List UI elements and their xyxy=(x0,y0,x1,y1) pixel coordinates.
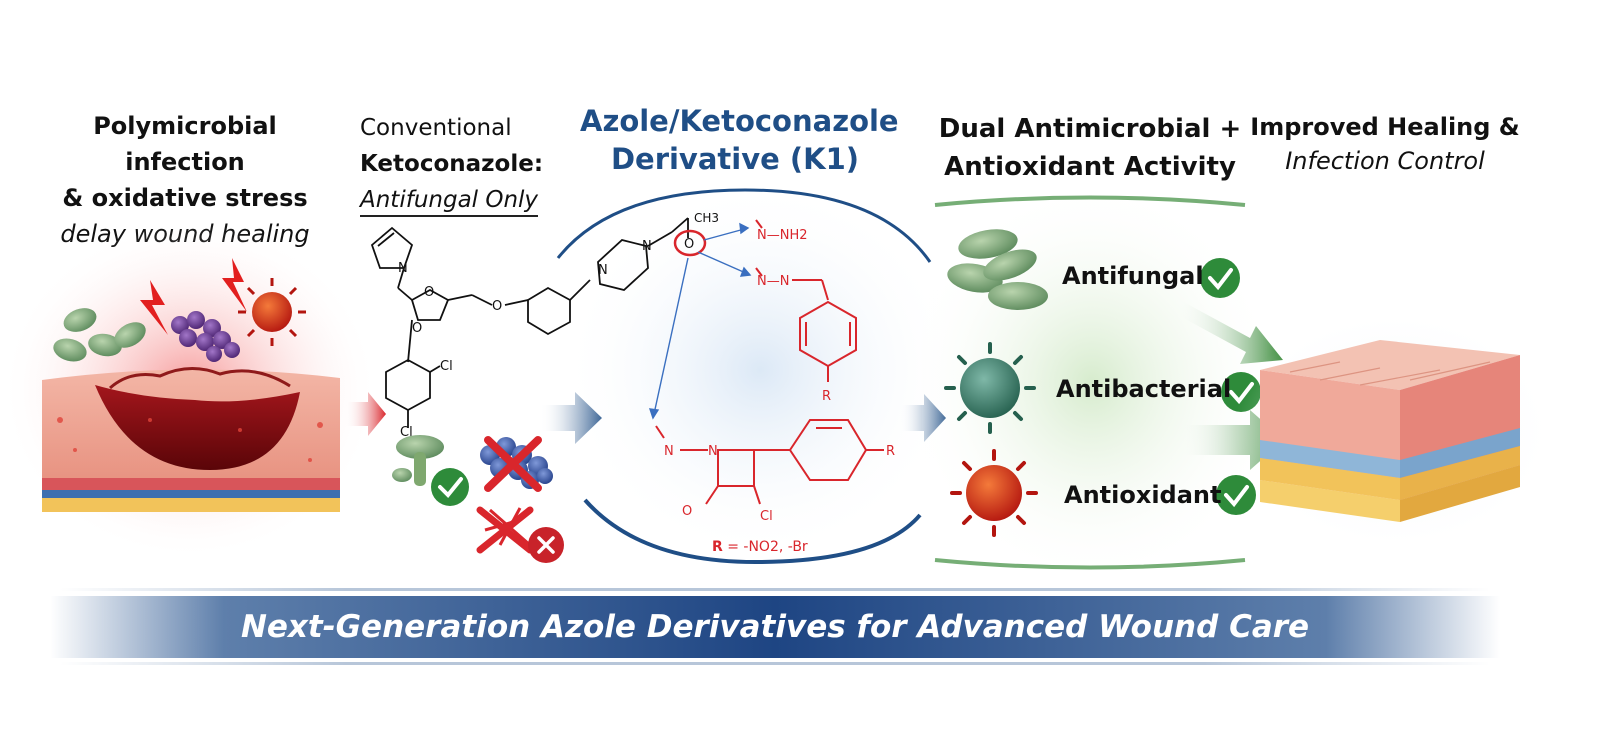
antioxidant-check-icon xyxy=(1216,475,1256,515)
bacteria-icon xyxy=(944,342,1036,434)
green-arrow-1-icon xyxy=(1176,300,1283,364)
o-low-label: O xyxy=(682,504,692,519)
crossed-oxidant-icon xyxy=(476,506,564,563)
nh2-label: N—NH2 xyxy=(757,228,808,243)
panel1-line2: & oxidative stress xyxy=(62,184,308,212)
antifungal-check-icon xyxy=(1200,258,1240,298)
activity-bottom-arc xyxy=(934,558,1246,570)
hydrazone-structure xyxy=(755,219,857,382)
panel4-line1: Dual Antimicrobial + xyxy=(938,114,1242,144)
healed-skin-illustration xyxy=(1235,310,1555,550)
panel2-line2: Ketoconazole: xyxy=(360,151,544,177)
panel3-line1: Azole/Ketoconazole xyxy=(580,104,899,138)
banner-top-line xyxy=(60,588,1490,591)
banner-bottom-line xyxy=(60,662,1490,665)
derivative-structure xyxy=(597,217,689,291)
banner-title: Next-Generation Azole Derivatives for Ad… xyxy=(240,609,1310,645)
n2-label: N xyxy=(642,239,652,254)
activity-top-arc xyxy=(934,195,1246,207)
ch3-label: CH3 xyxy=(694,211,719,225)
crossed-bacteria-icon xyxy=(480,436,553,492)
panel2-line1: Conventional xyxy=(360,115,512,141)
n1-label: N xyxy=(598,263,608,278)
o-label: O xyxy=(684,237,694,252)
top-arc xyxy=(556,188,932,263)
panel5-heading: Improved Healing & Infection Control xyxy=(1245,110,1525,178)
oxidant-icon xyxy=(950,449,1038,537)
n3-label: N xyxy=(664,444,674,459)
atom-o1-label: O xyxy=(424,285,434,300)
r1-label: R xyxy=(822,389,831,404)
panel4-heading: Dual Antimicrobial + Antioxidant Activit… xyxy=(930,110,1250,186)
atom-o2-label: O xyxy=(412,321,422,336)
nn-label: N—N xyxy=(757,274,789,289)
panel2-line3: Antifungal Only xyxy=(360,187,539,217)
derivative-glow xyxy=(560,180,960,560)
banner-background xyxy=(50,596,1500,658)
atom-n-label: N xyxy=(398,261,408,276)
derivative-atom-labels: CH3 O N N N—NH2 N—N R N N O Cl R xyxy=(598,211,895,524)
fungi-icon xyxy=(947,229,1048,310)
azetidinone-structure xyxy=(655,419,884,505)
activity-label-antifungal: Antifungal xyxy=(1062,262,1204,290)
panel5-line2: Infection Control xyxy=(1285,147,1485,175)
fungus-icon xyxy=(392,435,444,486)
panel3-heading: Azole/Ketoconazole Derivative (K1) xyxy=(580,102,899,178)
ketoconazole-atom-labels: N O O O Cl Cl xyxy=(398,261,502,440)
atom-o3-label: O xyxy=(492,299,502,314)
cl-label: Cl xyxy=(760,509,773,524)
n4-label: N xyxy=(708,444,718,459)
activity-label-antibacterial: Antibacterial xyxy=(1056,375,1232,403)
panel3-line2: Derivative (K1) xyxy=(610,142,860,176)
r2-label: R xyxy=(886,444,895,459)
infected-wound-illustration xyxy=(0,220,380,560)
reactive-carbonyl-circle xyxy=(673,229,707,257)
red-arrow-icon xyxy=(345,392,386,436)
r-group-legend: R = -NO2, -Br xyxy=(712,539,808,555)
reaction-arrows xyxy=(648,222,752,420)
check-icon xyxy=(431,468,469,506)
atom-cl1-label: Cl xyxy=(440,359,453,374)
ketoconazole-structure xyxy=(370,226,591,428)
panel4-line2: Antioxidant Activity xyxy=(944,152,1236,182)
bottom-arc xyxy=(583,498,922,565)
panel5-line1: Improved Healing & xyxy=(1250,113,1520,141)
activity-label-antioxidant: Antioxidant xyxy=(1064,481,1222,509)
panel1-line1: Polymicrobial infection xyxy=(93,112,277,176)
panel2-heading: Conventional Ketoconazole: Antifungal On… xyxy=(360,110,550,218)
